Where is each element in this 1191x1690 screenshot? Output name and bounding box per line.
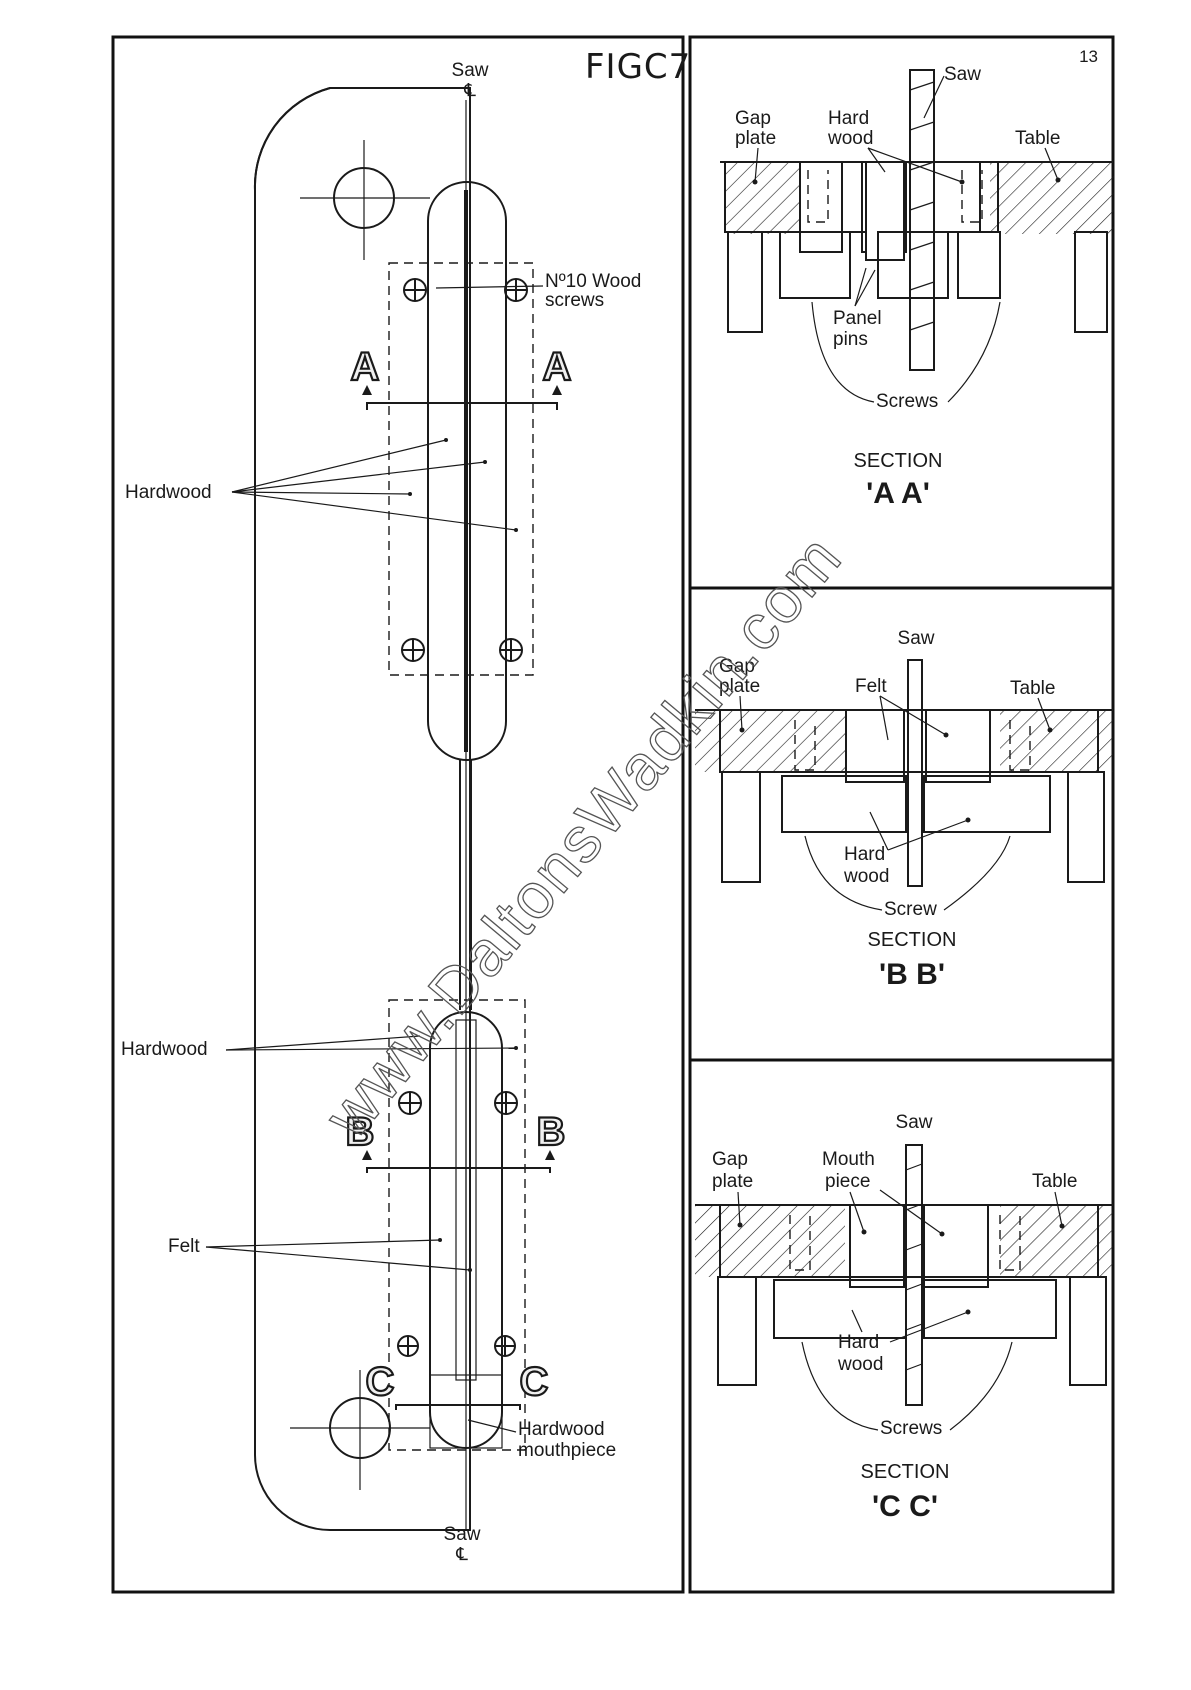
- section-letter-a-left: A: [351, 345, 380, 389]
- section-letter-c-left: C: [366, 1360, 395, 1404]
- mounting-hole-top: [300, 140, 430, 260]
- upper-dashed-outline: [389, 263, 533, 675]
- screw-icon: [398, 1336, 418, 1356]
- cc-section-title: SECTION: [861, 1461, 950, 1483]
- section-line-b: [367, 1168, 550, 1173]
- hardwood-block-left: [800, 162, 842, 252]
- cc-mouthpiece-right: [924, 1205, 988, 1287]
- saw-blade-aa: [910, 70, 934, 370]
- bb-hardwood-left: [782, 776, 906, 832]
- cc-mouth-piece-line2: piece: [825, 1171, 870, 1192]
- screw-icon: [495, 1092, 517, 1114]
- saw-label-bottom: Saw: [444, 1524, 481, 1545]
- centreline-symbol-bottom: ℄: [455, 1544, 468, 1564]
- page-number: 13: [1079, 47, 1098, 66]
- cc-screws-label: Screws: [880, 1418, 942, 1439]
- felt-label: Felt: [168, 1236, 200, 1257]
- centreline-symbol-top: ℄: [463, 80, 476, 100]
- cc-mouthpiece-left: [850, 1205, 904, 1287]
- section-letter-c-right: C: [520, 1360, 549, 1404]
- hardwood-bed-left: [780, 232, 850, 298]
- cc-saw-label: Saw: [896, 1112, 933, 1133]
- mouthpiece-label-line2: mouthpiece: [518, 1440, 616, 1461]
- section-cc: Saw Gap plate Mouth piece Table Hard woo…: [695, 1112, 1113, 1523]
- screw-icon: [495, 1336, 515, 1356]
- bb-hardwood-right: [924, 776, 1050, 832]
- aa-section-title: SECTION: [854, 450, 943, 472]
- screw-icon: [505, 279, 527, 301]
- bb-section-title: SECTION: [868, 929, 957, 951]
- cc-mouth-piece-line1: Mouth: [822, 1149, 875, 1170]
- aa-panel-pins-line2: pins: [833, 329, 868, 350]
- watermark-text: www.DaltonsWadkin.com: [310, 521, 855, 1151]
- aa-gap-plate-line1: Gap: [735, 108, 771, 129]
- hardwood-label-upper: Hardwood: [125, 482, 212, 503]
- gap-plate-left-flange: [728, 232, 762, 332]
- cc-hard-wood-line1: Hard: [838, 1332, 879, 1353]
- aa-panel-pins-line1: Panel: [833, 308, 882, 329]
- aa-hard-wood-line2: wood: [827, 128, 873, 149]
- section-letter-b-right: B: [537, 1110, 566, 1154]
- section-line-a: [367, 403, 557, 410]
- aa-saw-label: Saw: [944, 64, 981, 85]
- cc-hardwood-left: [774, 1280, 906, 1338]
- mouthpiece-label-line1: Hardwood: [518, 1419, 605, 1440]
- cc-gap-plate-right-flange: [1070, 1277, 1106, 1385]
- figure-label: FIGC7: [585, 47, 691, 87]
- gap-plate-outline: [255, 88, 470, 1530]
- mounting-hole-bottom: [290, 1370, 430, 1490]
- cc-gap-plate-line2: plate: [712, 1171, 753, 1192]
- gap-plate-right-flange: [1075, 232, 1107, 332]
- screw-icon: [404, 279, 426, 301]
- bb-hard-wood-line1: Hard: [844, 844, 885, 865]
- aa-gap-plate-line2: plate: [735, 128, 776, 149]
- aa-section-letters: 'A A': [866, 477, 930, 510]
- aa-hard-wood-line1: Hard: [828, 108, 869, 129]
- cc-hardwood-right: [924, 1280, 1056, 1338]
- cc-table-label: Table: [1032, 1171, 1077, 1192]
- bb-section-letters: 'B B': [879, 958, 945, 991]
- bb-felt-label: Felt: [855, 676, 887, 697]
- bb-gap-plate-right-flange: [1068, 772, 1104, 882]
- wood-screws-label-line2: screws: [545, 290, 604, 311]
- bb-hard-wood-line2: wood: [843, 866, 889, 887]
- cc-hard-wood-line2: wood: [837, 1354, 883, 1375]
- cc-gap-plate-line1: Gap: [712, 1149, 748, 1170]
- bb-gap-plate-left-flange: [722, 772, 760, 882]
- screw-icon: [500, 639, 522, 661]
- cc-section-letters: 'C C': [872, 1490, 938, 1523]
- bb-table-label: Table: [1010, 678, 1055, 699]
- bb-saw-label: Saw: [898, 628, 935, 649]
- cc-gap-plate-left-flange: [718, 1277, 756, 1385]
- section-aa: Saw Gap plate Hard wood Table Panel pins…: [720, 64, 1114, 510]
- section-letter-a-right: A: [543, 345, 572, 389]
- saw-blade-cc: [906, 1145, 922, 1405]
- wood-screws-label-line1: Nº10 Wood: [545, 271, 641, 292]
- aa-table-label: Table: [1015, 128, 1060, 149]
- screw-icon: [402, 639, 424, 661]
- saw-label-top: Saw: [452, 60, 489, 81]
- bb-screw-label: Screw: [884, 899, 937, 920]
- hardwood-label-lower: Hardwood: [121, 1039, 208, 1060]
- aa-screws-label: Screws: [876, 391, 938, 412]
